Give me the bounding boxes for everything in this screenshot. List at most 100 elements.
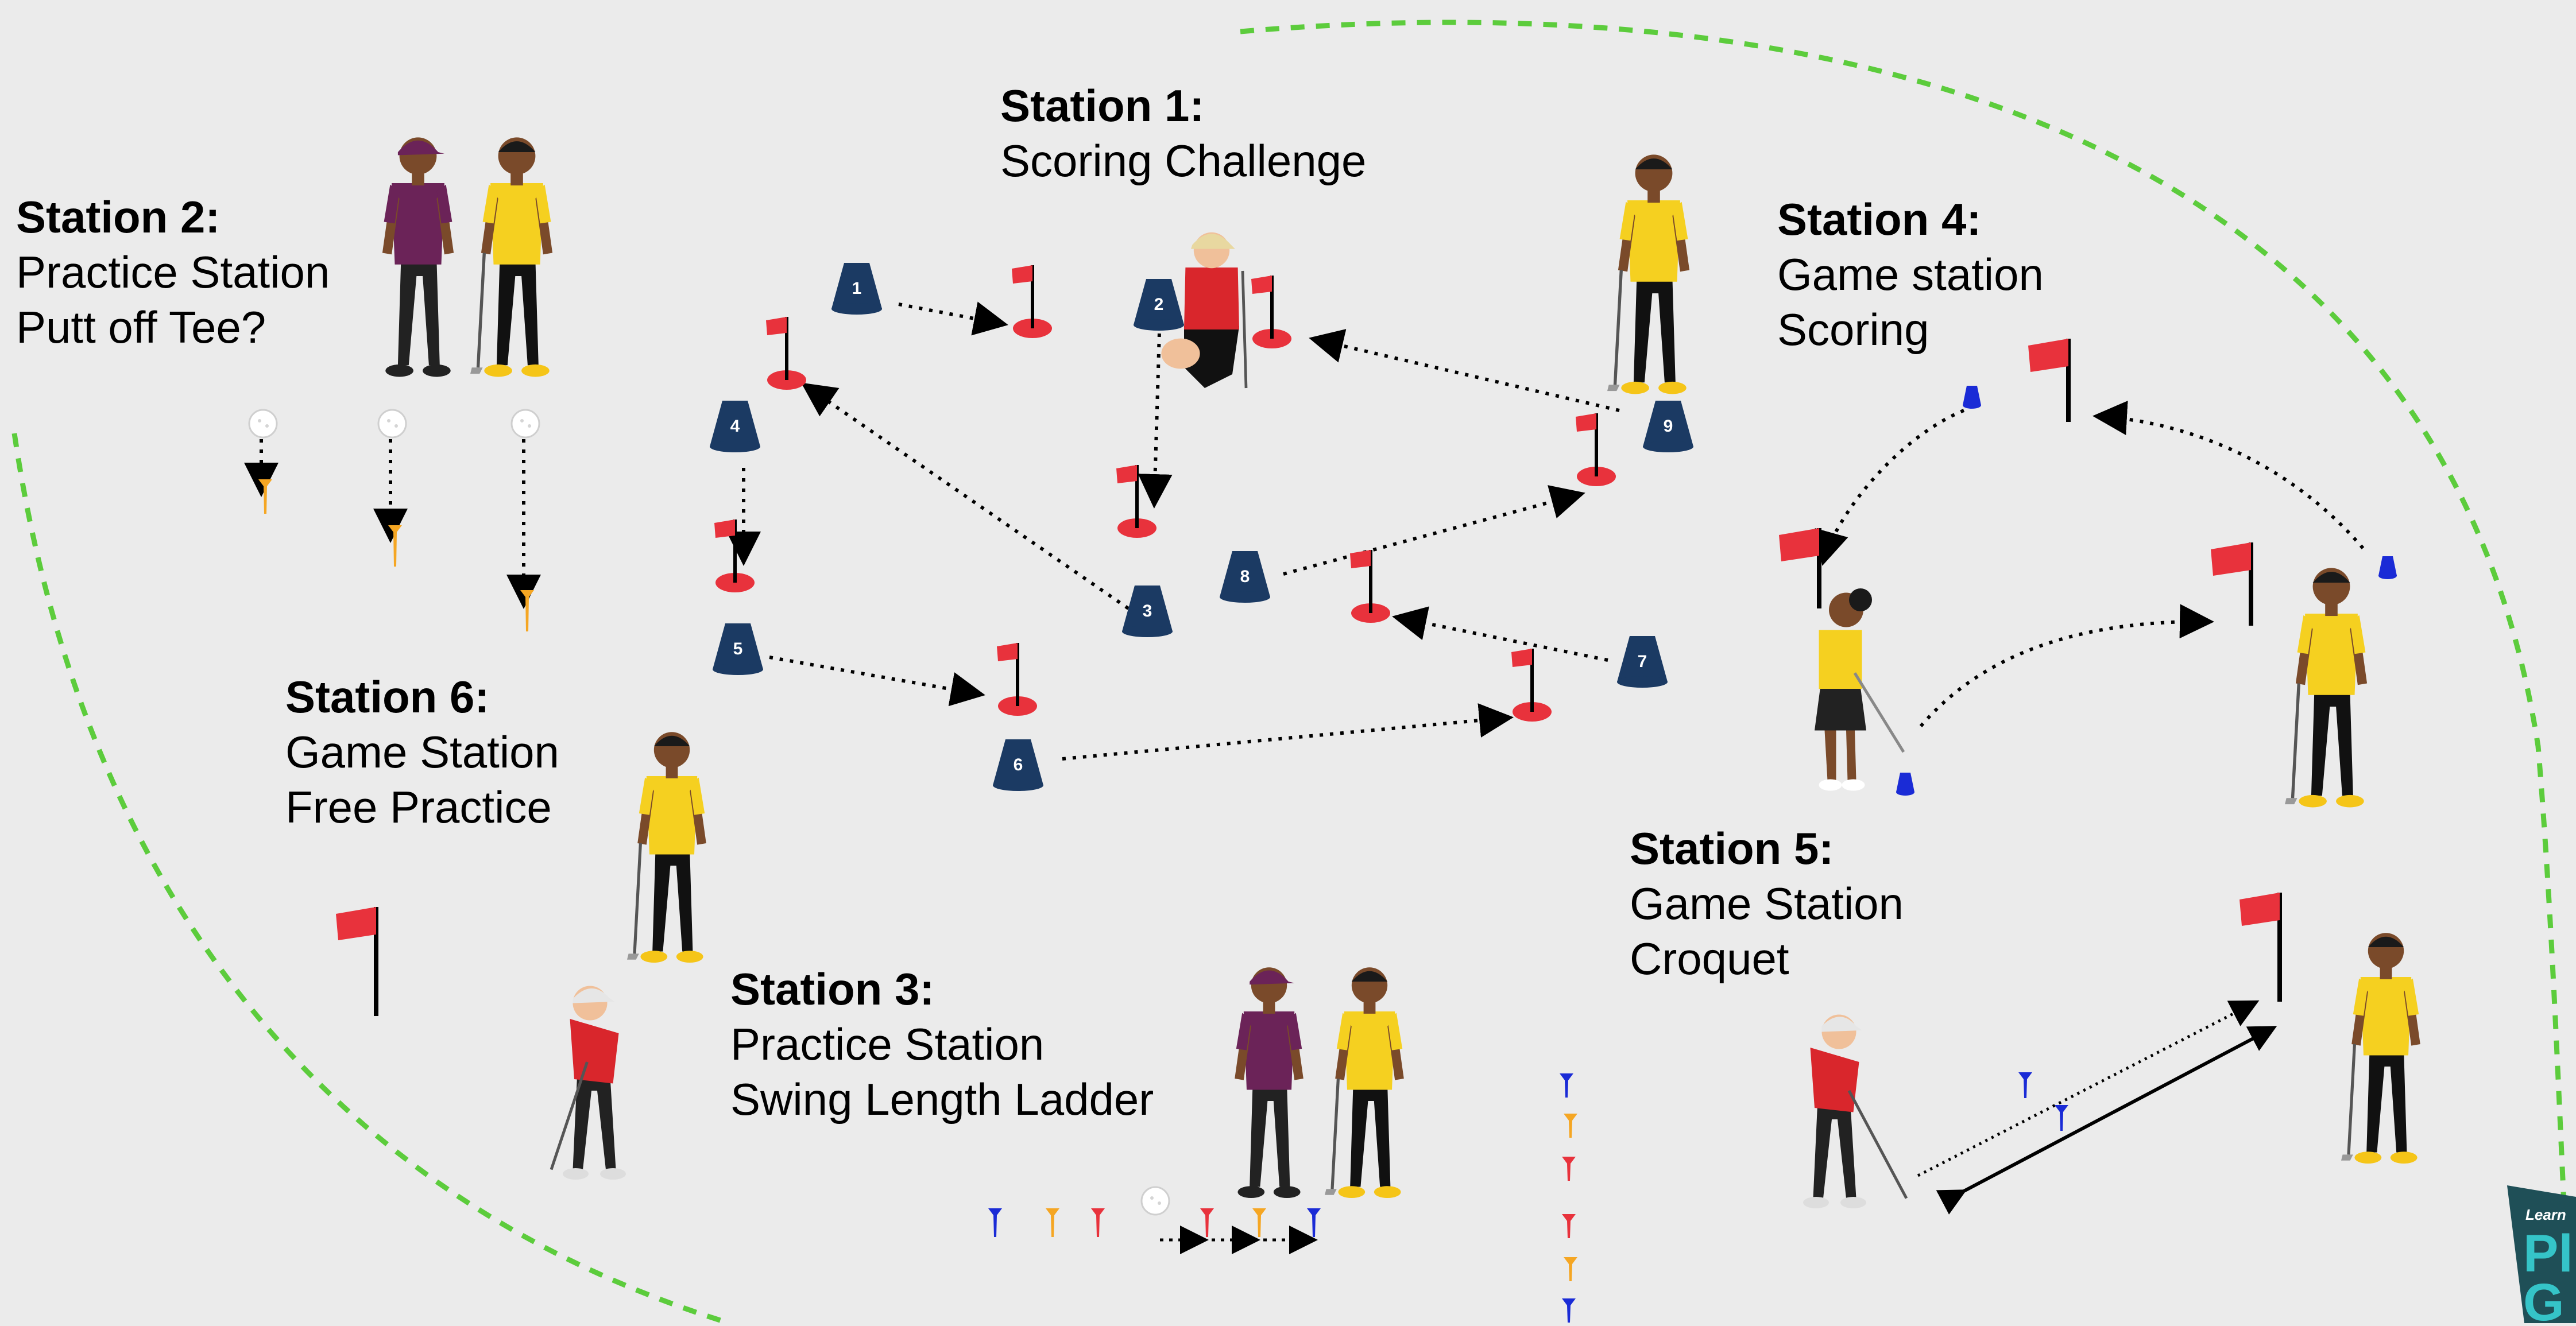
tee-icon — [2018, 1072, 2032, 1098]
cone-icon: 2 — [1134, 279, 1184, 331]
hole-flag-icon — [1511, 649, 1552, 722]
station-line: Putt off Tee? — [16, 302, 266, 352]
cone-number: 5 — [733, 639, 743, 658]
golfer-icon — [470, 137, 553, 377]
tee-icon — [1200, 1208, 1214, 1237]
chipping-golfer-icon — [1815, 588, 1905, 791]
tee-icon — [1562, 1298, 1576, 1323]
ball-icon — [1140, 1186, 1170, 1216]
station-line: Game Station — [1630, 878, 1904, 929]
station-line: Croquet — [1630, 933, 1789, 984]
station-line: Swing Length Ladder — [730, 1074, 1154, 1125]
hole-flag-icon — [1116, 465, 1157, 538]
station-line: Scoring Challenge — [1000, 135, 1367, 186]
cone-icon: 5 — [713, 623, 763, 675]
logo-text-small: Learn — [2525, 1206, 2566, 1223]
flags — [336, 265, 2282, 1016]
station-line: Free Practice — [285, 782, 552, 832]
logo-text-large: Pl — [2523, 1224, 2573, 1283]
golfer-icon — [627, 732, 706, 963]
ball-icon — [510, 409, 540, 439]
blue-marker-icon — [1963, 386, 1981, 409]
station-1-arrows — [726, 301, 1620, 761]
cone-icon: 3 — [1122, 586, 1173, 637]
cone-icon: 9 — [1643, 401, 1693, 452]
tee-icon — [1562, 1214, 1576, 1238]
cone-number: 9 — [1664, 417, 1673, 436]
hole-flag-icon — [997, 643, 1037, 716]
tee-icon — [1046, 1208, 1059, 1237]
station-2-arrows — [244, 439, 541, 609]
ball-icon — [248, 409, 278, 439]
flag-icon — [2211, 542, 2253, 626]
cone-icon: 6 — [993, 739, 1043, 791]
cone-number: 4 — [730, 417, 740, 436]
cone-number: 7 — [1638, 652, 1647, 671]
station-title: Station 1: — [1000, 80, 1205, 131]
cone-icon: 8 — [1220, 551, 1270, 603]
station-title: Station 6: — [285, 672, 490, 722]
flag-icon — [1779, 528, 1821, 608]
cone-number: 8 — [1240, 567, 1250, 586]
hole-flag-icon — [1012, 265, 1052, 338]
brand-logo: Learn Pl G — [2507, 1185, 2576, 1323]
tee-icon — [1560, 1073, 1573, 1098]
golfer-icon — [1325, 967, 1404, 1198]
station-title: Station 4: — [1777, 194, 1982, 245]
boundary-arc-left — [11, 433, 730, 1326]
people — [382, 137, 2420, 1208]
station-line: Practice Station — [16, 247, 330, 297]
tee-icon — [1564, 1257, 1577, 1281]
station-1-label: Station 1: Scoring Challenge — [1000, 78, 1366, 188]
station-4-label: Station 4: Game station Scoring — [1777, 192, 2044, 357]
station-line: Practice Station — [730, 1019, 1045, 1069]
tee-icon — [1562, 1157, 1576, 1181]
putting-golfer-icon — [1803, 1014, 1908, 1208]
flag-icon — [2240, 893, 2282, 1002]
station-title: Station 3: — [730, 964, 935, 1014]
tee-icon — [988, 1208, 1002, 1237]
station-title: Station 5: — [1630, 823, 1834, 874]
golfer-icon — [2341, 933, 2420, 1164]
small-items — [248, 386, 2397, 1323]
station-line: Game Station — [285, 727, 559, 777]
station-5-arrows — [1917, 1000, 2277, 1215]
boundary-arc-right — [1240, 20, 2570, 1263]
cone-number: 6 — [1014, 755, 1023, 774]
hole-flag-icon — [766, 317, 806, 390]
putting-golfer-icon — [550, 986, 626, 1180]
tee-icon — [1091, 1208, 1105, 1237]
blue-marker-icon — [2378, 556, 2397, 579]
station-2-label: Station 2: Practice Station Putt off Tee… — [16, 189, 330, 355]
cone-number: 1 — [852, 279, 862, 298]
ball-icon — [377, 409, 407, 439]
tee-icon — [1252, 1208, 1266, 1237]
kneeling-golfer-icon — [1161, 232, 1248, 389]
tee-icon — [1564, 1114, 1577, 1138]
logo-text-large: G — [2523, 1273, 2565, 1323]
tee-icon — [2055, 1105, 2068, 1131]
station-line: Scoring — [1777, 304, 1929, 355]
station-6-label: Station 6: Game Station Free Practice — [285, 669, 559, 835]
coach-icon — [1235, 967, 1304, 1198]
station-3-label: Station 3: Practice Station Swing Length… — [730, 961, 1154, 1127]
hole-flag-icon — [1251, 276, 1291, 348]
coach-icon — [382, 137, 454, 377]
station-title: Station 2: — [16, 192, 221, 242]
tee-icon — [520, 590, 534, 631]
station-line: Game station — [1777, 249, 2044, 300]
cone-number: 2 — [1154, 295, 1164, 314]
cone-icon: 7 — [1617, 636, 1668, 688]
cones: 1 2 3 4 5 6 7 8 9 — [710, 263, 1693, 791]
tee-icon — [388, 525, 402, 567]
flag-icon — [336, 907, 378, 1016]
cone-number: 3 — [1143, 602, 1152, 621]
golfer-icon — [1607, 154, 1690, 394]
station-4-arrows — [1815, 401, 2365, 727]
flag-icon — [2028, 339, 2071, 422]
hole-flag-icon — [1576, 413, 1616, 486]
station-5-label: Station 5: Game Station Croquet — [1630, 821, 1904, 986]
cone-icon: 1 — [831, 263, 882, 315]
